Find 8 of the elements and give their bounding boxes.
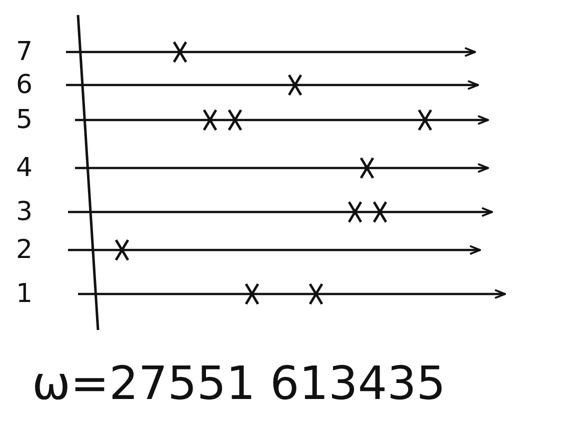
row-number: 7 <box>16 39 33 65</box>
row-number: 3 <box>16 199 33 225</box>
row-number: 2 <box>16 237 33 263</box>
row-number: 1 <box>16 281 33 307</box>
row-number: 5 <box>16 107 33 133</box>
sequence-formula: ω=27551 613435 <box>32 360 446 406</box>
row-number: 4 <box>16 155 33 181</box>
row-number: 6 <box>16 72 33 98</box>
